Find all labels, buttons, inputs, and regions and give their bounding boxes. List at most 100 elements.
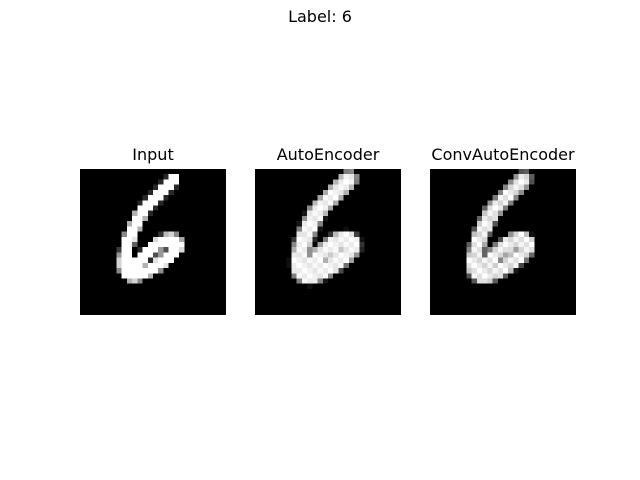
digit-pixel: [291, 236, 297, 242]
digit-pixel: [173, 247, 180, 253]
digit-pixel: [317, 257, 323, 263]
digit-pixel: [482, 226, 488, 232]
digit-pixel: [153, 184, 159, 190]
digit-pixel: [137, 215, 143, 222]
digit-pixel: [338, 262, 344, 269]
digit-pixel: [487, 278, 493, 284]
digit-pixel: [503, 273, 509, 279]
digit-pixel: [142, 273, 148, 279]
digit-pixel: [518, 242, 524, 248]
digit-pixel: [147, 200, 153, 206]
digit-pixel: [173, 236, 180, 242]
digit-pixel: [348, 252, 355, 258]
digit-pixel: [307, 205, 313, 211]
digit-pixel: [147, 242, 153, 248]
digit-pixel: [126, 236, 133, 242]
digit-pixel: [153, 236, 159, 242]
digit-pixel: [492, 242, 498, 248]
digit-pixel: [173, 231, 180, 237]
digit-pixel: [296, 252, 302, 258]
digit-pixel: [482, 242, 488, 248]
digit-pixel: [333, 189, 339, 196]
digit-pixel: [354, 252, 360, 258]
digit-pixel: [482, 215, 488, 222]
digit-pixel: [487, 262, 493, 269]
digit-pixel: [163, 252, 169, 258]
digit-pixel: [328, 200, 334, 206]
digit-pixel: [508, 189, 514, 196]
digit-pixel: [471, 242, 477, 248]
digit-pixel: [513, 195, 519, 201]
digit-pixel: [523, 236, 530, 242]
digit-pixel: [333, 179, 339, 185]
digit-pixel: [466, 273, 472, 279]
digit-pixel: [503, 268, 509, 274]
digit-pixel: [518, 236, 524, 242]
digit-pixel: [142, 205, 148, 211]
digit-pixel: [482, 273, 488, 279]
digit-pixel: [173, 184, 180, 190]
digit-pixel: [158, 262, 164, 269]
digit-pixel: [296, 242, 302, 248]
digit-pixel: [132, 262, 138, 269]
digit-pixel: [487, 231, 493, 237]
digit-pixel: [343, 174, 349, 180]
digit-pixel: [301, 226, 308, 232]
digit-pixel: [354, 231, 360, 237]
digit-pixel: [338, 242, 344, 248]
digit-pixel: [163, 262, 169, 269]
digit-pixel: [153, 195, 159, 201]
digit-pixel: [487, 257, 493, 263]
digit-pixel: [158, 189, 164, 196]
digit-pixel: [471, 268, 477, 274]
digit-pixel: [132, 236, 138, 242]
digit-pixel: [132, 221, 138, 227]
digit-pixel: [529, 174, 535, 180]
digit-pixel: [168, 257, 174, 263]
digit-pixel: [163, 242, 169, 248]
digit-pixel: [482, 257, 488, 263]
digit-pixel: [317, 247, 323, 253]
digit-pixel: [487, 247, 493, 253]
digit-pixel: [492, 257, 498, 263]
digit-pixel: [322, 247, 328, 253]
digit-pixel: [333, 262, 339, 269]
digit-pixel: [508, 179, 514, 185]
digit-pixel: [301, 221, 308, 227]
digit-pixel: [312, 200, 318, 206]
digit-pixel: [359, 236, 365, 242]
digit-pixel: [338, 231, 344, 237]
digit-pixel: [482, 205, 488, 211]
digit-pixel: [359, 247, 365, 253]
digit-pixel: [338, 268, 344, 274]
digit-pixel: [142, 252, 148, 258]
digit-pixel: [354, 242, 360, 248]
digit-pixel: [487, 205, 493, 211]
digit-pixel: [158, 195, 164, 201]
digit-pixel: [301, 257, 308, 263]
digit-pixel: [317, 195, 323, 201]
digit-pixel: [487, 200, 493, 206]
digit-pixel: [503, 195, 509, 201]
digit-pixel: [354, 179, 360, 185]
digit-pixel: [158, 252, 164, 258]
digit-pixel: [137, 252, 143, 258]
digit-pixel: [307, 247, 313, 253]
digit-pixel: [312, 210, 318, 216]
digit-pixel: [291, 257, 297, 263]
digit-pixel: [513, 184, 519, 190]
digit-pixel: [132, 278, 138, 284]
digit-pixel: [147, 189, 153, 196]
digit-pixel: [158, 236, 164, 242]
digit-pixel: [147, 262, 153, 269]
digit-pixel: [307, 236, 313, 242]
digit-pixel: [466, 247, 472, 253]
digit-pixel: [291, 242, 297, 248]
digit-pixel: [529, 231, 535, 237]
digit-pixel: [307, 221, 313, 227]
digit-pixel: [317, 273, 323, 279]
digit-pixel: [301, 231, 308, 237]
digit-pixel: [513, 262, 519, 269]
digit-pixel: [137, 221, 143, 227]
digit-pixel: [312, 273, 318, 279]
